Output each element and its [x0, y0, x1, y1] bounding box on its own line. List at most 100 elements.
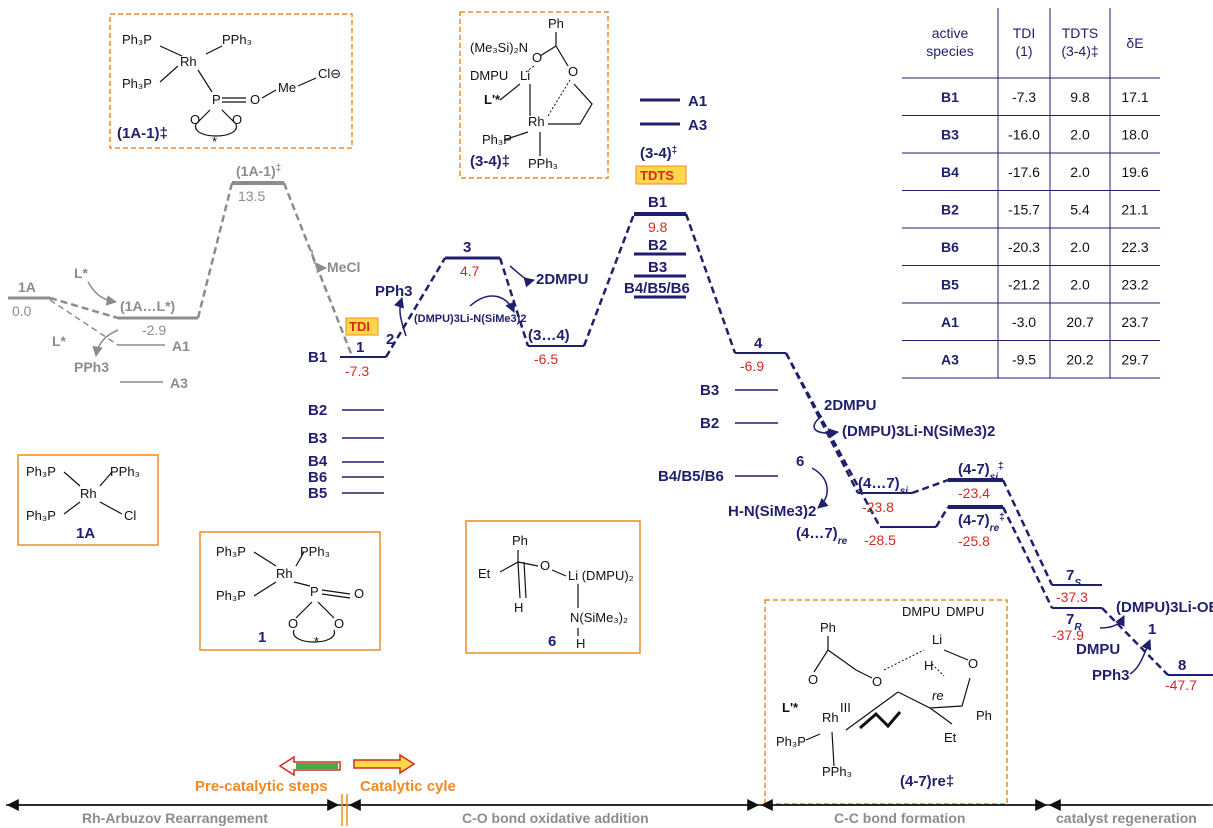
svg-text:Ph₃P: Ph₃P	[216, 544, 246, 559]
structure-4-7-re-ts: DMPU DMPU Li Ph O O H O L'* Rh III re Ph…	[764, 599, 1008, 805]
svg-text:III: III	[840, 700, 851, 715]
svg-text:DMPU: DMPU	[470, 68, 508, 83]
svg-text:P: P	[310, 584, 319, 599]
svg-text:Rh: Rh	[276, 566, 293, 581]
pph3-in: PPh3	[1092, 667, 1130, 684]
svg-text:(Me₃Si)₂N: (Me₃Si)₂N	[470, 40, 528, 55]
li-obz: (DMPU)3Li-OBz	[1116, 599, 1213, 616]
regen-1: 1	[1148, 621, 1156, 638]
table-cell: 19.6	[1121, 164, 1148, 180]
table-cell: -20.3	[1008, 239, 1040, 255]
table-cell: 29.7	[1121, 351, 1148, 367]
svg-text:Ph₃P: Ph₃P	[26, 508, 56, 523]
table-row-key: A1	[941, 314, 959, 330]
table-cell: -7.3	[1012, 89, 1036, 105]
table-cell: -9.5	[1012, 351, 1036, 367]
series-ts-B456: B4/B5/B6	[624, 280, 690, 297]
svg-text:Et: Et	[478, 566, 491, 581]
svg-text:O: O	[250, 92, 260, 107]
structure-label-4-7-re: (4-7)re‡	[900, 773, 954, 790]
species-6: 6	[796, 453, 804, 470]
legend-pre-catalytic: Pre-catalytic steps	[195, 778, 328, 795]
dmpu-leave-1: 2DMPU	[536, 271, 589, 288]
table-cell: 9.8	[1070, 89, 1090, 105]
svg-text:Ph: Ph	[820, 620, 836, 635]
stage-rh-arbuzov: Rh-Arbuzov Rearrangement	[82, 810, 268, 826]
svg-text:P: P	[212, 92, 221, 107]
svg-text:O: O	[872, 674, 882, 689]
svg-text:Me: Me	[278, 80, 296, 95]
svg-text:O: O	[568, 64, 578, 79]
svg-text:O: O	[334, 616, 344, 631]
label-3-4: (3…4)	[528, 327, 570, 344]
value-7R: -37.9	[1052, 627, 1084, 643]
table-cell: 2.0	[1070, 126, 1090, 142]
svg-text:Ph₃P: Ph₃P	[482, 132, 512, 147]
table-row-key: B3	[941, 126, 959, 142]
svg-text:Ph: Ph	[976, 708, 992, 723]
value-4-7-si: -23.8	[862, 499, 894, 515]
label-TS-1A-1: (1A-1)‡	[236, 163, 281, 180]
structure-label-6: 6	[548, 633, 556, 650]
svg-text:PPh₃: PPh₃	[822, 764, 852, 779]
label-TS-4-7-si: (4-7)si‡	[958, 461, 1004, 483]
table-cell: 23.2	[1121, 276, 1148, 292]
table-cell: -3.0	[1012, 314, 1036, 330]
label-4: 4	[754, 335, 763, 352]
pph3-out: PPh3	[74, 359, 109, 375]
svg-text:H: H	[514, 600, 523, 615]
label-7R: 7R	[1066, 611, 1082, 633]
series-ts-B2: B2	[648, 237, 667, 254]
series-B4: B4	[308, 453, 328, 470]
svg-text:DMPU: DMPU	[902, 604, 940, 619]
table-cell: -17.6	[1008, 164, 1040, 180]
structure-1A: Ph₃P PPh₃ Rh Ph₃P Cl 1A	[17, 454, 159, 546]
svg-text:re: re	[932, 688, 944, 703]
svg-text:Ph₃P: Ph₃P	[122, 76, 152, 91]
svg-text:*: *	[314, 634, 319, 649]
label-1: 1	[356, 339, 364, 356]
stage-catalyst-regeneration: catalyst regeneration	[1056, 810, 1197, 826]
table-cell: 17.1	[1121, 89, 1148, 105]
value-1A-L: -2.9	[142, 322, 166, 338]
pph3-leave: PPh3	[375, 283, 413, 300]
precatalytic-path: 1A 0.0 (1A…L*) -2.9 (1A-1)‡ 13.5 A1 A3 L…	[8, 163, 360, 391]
svg-text:O: O	[190, 112, 200, 127]
series-ts-B3: B3	[648, 259, 667, 276]
li-amide: (DMPU)3Li-N(SiMe3)2	[414, 313, 526, 325]
series-B2: B2	[308, 402, 327, 419]
stage-cc-bond-formation: C-C bond formation	[834, 810, 965, 826]
svg-text:L'*: L'*	[782, 700, 799, 715]
lstar-out: L*	[52, 333, 67, 349]
value-1A: 0.0	[12, 303, 32, 319]
svg-text:Ph: Ph	[512, 533, 528, 548]
label-8: 8	[1178, 657, 1186, 674]
series-B3: B3	[308, 430, 327, 447]
series-r4-B3: B3	[700, 382, 719, 399]
svg-text:O: O	[540, 558, 550, 573]
svg-text:PPh₃: PPh₃	[528, 156, 558, 171]
table-cell: 22.3	[1121, 239, 1148, 255]
table-cell: 2.0	[1070, 239, 1090, 255]
species-2: 2	[386, 331, 394, 348]
svg-text:Li: Li	[520, 68, 530, 83]
table-header: species	[926, 43, 973, 59]
svg-text:N(SiMe₃)₂: N(SiMe₃)₂	[570, 610, 628, 625]
series-r4-B2: B2	[700, 415, 719, 432]
label-4-7-si: (4…7)si	[858, 475, 908, 497]
svg-text:O: O	[808, 672, 818, 687]
table-row-key: B5	[941, 276, 959, 292]
svg-text:O: O	[232, 112, 242, 127]
label-A3: A3	[170, 375, 188, 391]
svg-text:Ph₃P: Ph₃P	[26, 464, 56, 479]
series-ts-A1: A1	[688, 93, 707, 110]
svg-text:PPh₃: PPh₃	[110, 464, 140, 479]
value-7S: -37.3	[1056, 589, 1088, 605]
legend-catalytic: Catalytic cyle	[360, 778, 456, 795]
table-cell: 23.7	[1121, 314, 1148, 330]
table-cell: 18.0	[1121, 126, 1148, 142]
series-B1: B1	[308, 349, 327, 366]
table-header: TDI	[1013, 25, 1036, 41]
table-row-key: B1	[941, 89, 959, 105]
